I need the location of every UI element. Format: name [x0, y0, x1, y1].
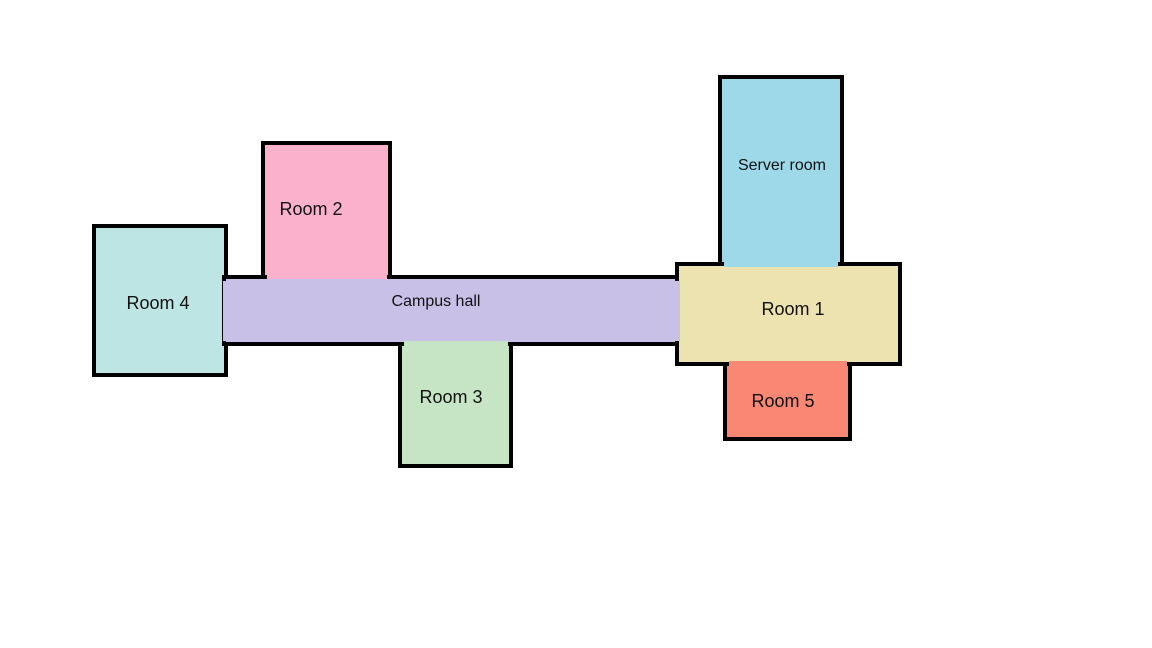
doorway-room1-room5 — [729, 361, 847, 366]
room-3-label: Room 3 — [419, 387, 482, 407]
room-4 — [92, 224, 228, 377]
server-room — [718, 75, 844, 269]
doorway-server-room1 — [724, 262, 838, 267]
room-4-label: Room 4 — [126, 293, 189, 313]
doorway-room3-hall — [404, 341, 508, 346]
campus-hall-label: Campus hall — [392, 293, 481, 310]
doorway-room2-hall — [267, 274, 387, 279]
room-5-label: Room 5 — [751, 391, 814, 411]
campus-hall — [222, 275, 680, 346]
room-1-label: Room 1 — [761, 299, 824, 319]
room-2 — [261, 141, 392, 281]
server-room-label: Server room — [738, 157, 826, 174]
room-2-label: Room 2 — [279, 199, 342, 219]
doorway-room4-hall — [223, 281, 228, 341]
doorway-hall-room1 — [675, 281, 680, 341]
